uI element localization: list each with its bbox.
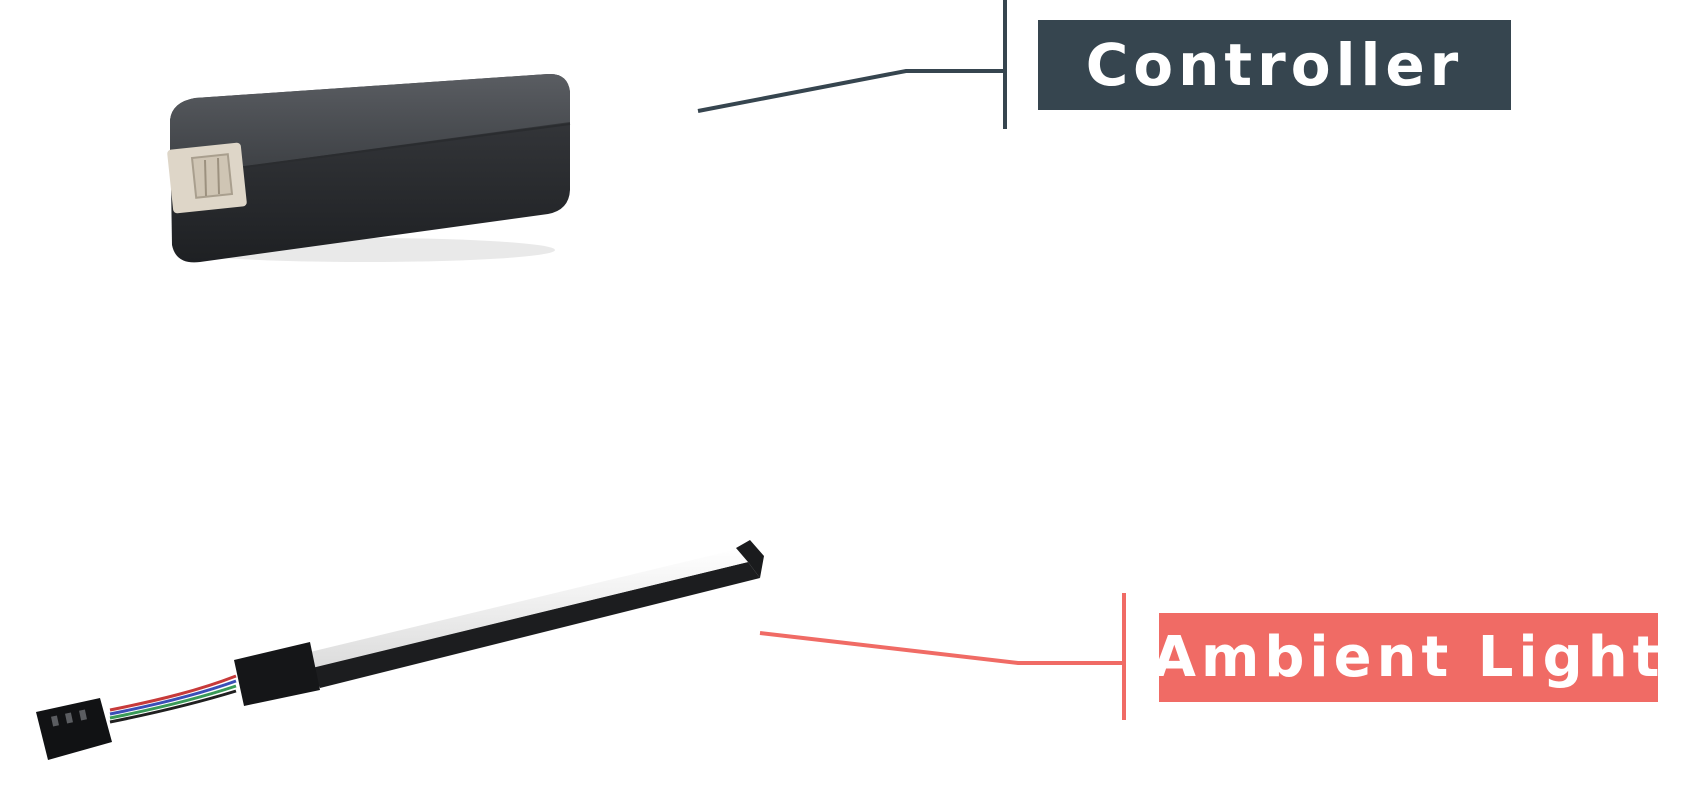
controller-leader-line: [697, 0, 1007, 129]
ambient-light-leader-line: [759, 593, 1126, 720]
ambient-light-label: Ambient Light: [1153, 613, 1659, 702]
ambient-light-image: [36, 540, 764, 760]
controller-device-image: [167, 73, 571, 263]
controller-label: Controller: [1038, 20, 1511, 110]
